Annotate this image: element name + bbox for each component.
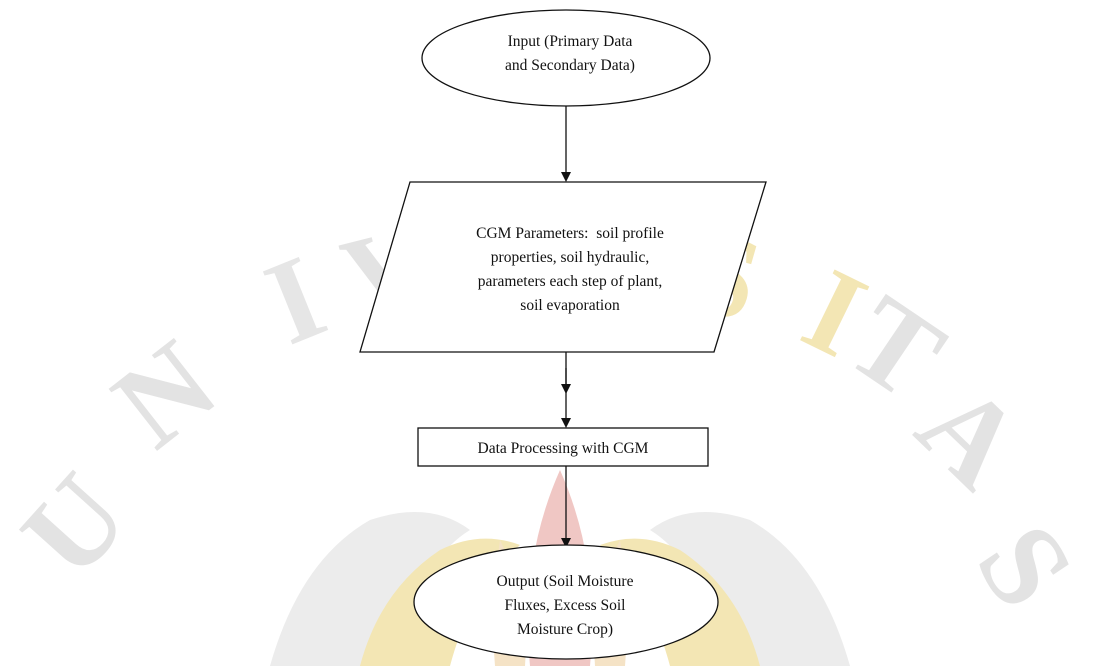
processing-label-line: Data Processing with CGM [477, 440, 649, 457]
parameters-label-line: parameters each step of plant, [477, 273, 663, 290]
output-label-line: Output (Soil Moisture [496, 573, 634, 590]
parameters-label-line: soil evaporation [520, 297, 620, 314]
output-label-line: Fluxes, Excess Soil [504, 597, 626, 614]
processing-node [417, 427, 709, 467]
output-node [413, 544, 719, 660]
parameters-label-line: CGM Parameters: soil profile [476, 225, 664, 242]
input-label-line: Input (Primary Data [507, 33, 633, 50]
parameters-node-label: CGM Parameters: soil profile properties,… [410, 222, 730, 318]
parameters-node [359, 181, 767, 353]
output-node-label: Output (Soil Moisture Fluxes, Excess Soi… [440, 570, 690, 642]
input-label-line: and Secondary Data) [505, 57, 635, 74]
parameters-label-line: properties, soil hydraulic, [490, 249, 650, 266]
input-node-label: Input (Primary Data and Secondary Data) [450, 30, 690, 78]
output-label-line: Moisture Crop) [516, 621, 613, 638]
processing-node-label: Data Processing with CGM [418, 437, 708, 461]
